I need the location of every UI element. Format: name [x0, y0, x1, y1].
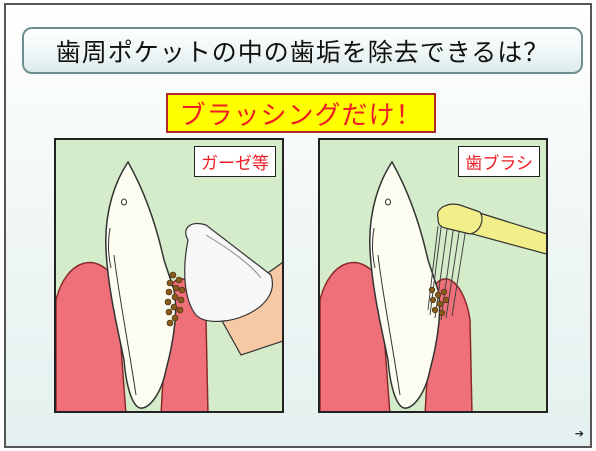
tooth-shine	[108, 227, 112, 269]
tooth-shine	[372, 227, 376, 269]
toothbrush-illustration	[320, 160, 546, 411]
tooth	[105, 160, 177, 409]
tooth-highlight	[385, 198, 391, 206]
tooth-highlight	[121, 198, 127, 206]
gauze-fold	[205, 234, 262, 279]
gauze-panel: ガーゼ等	[54, 138, 284, 413]
slide: 歯周ポケットの中の歯垢を除去できるは？ ブラッシングだけ！	[4, 3, 592, 448]
slide-title-text: 歯周ポケットの中の歯垢を除去できるは？	[55, 37, 550, 67]
tooth	[369, 160, 441, 409]
plaque-dots	[428, 286, 450, 317]
toothbrush-head	[436, 203, 483, 235]
gauze	[184, 222, 273, 322]
gauze-label: ガーゼ等	[194, 146, 276, 177]
toothbrush-panel: 歯ブラシ	[318, 138, 548, 413]
gauze-illustration	[56, 160, 282, 411]
highlight-callout: ブラッシングだけ！	[166, 93, 436, 133]
tooth-inner-line	[377, 254, 401, 396]
slide-title: 歯周ポケットの中の歯垢を除去できるは？	[22, 27, 583, 74]
toothbrush-label: 歯ブラシ	[458, 146, 540, 177]
plaque-dots	[164, 271, 186, 327]
tooth-inner-line	[113, 254, 137, 396]
toothbrush-bristles	[427, 219, 467, 321]
highlight-text: ブラッシングだけ！	[179, 100, 423, 131]
next-slide-arrow-icon[interactable]: ➔	[574, 427, 584, 440]
